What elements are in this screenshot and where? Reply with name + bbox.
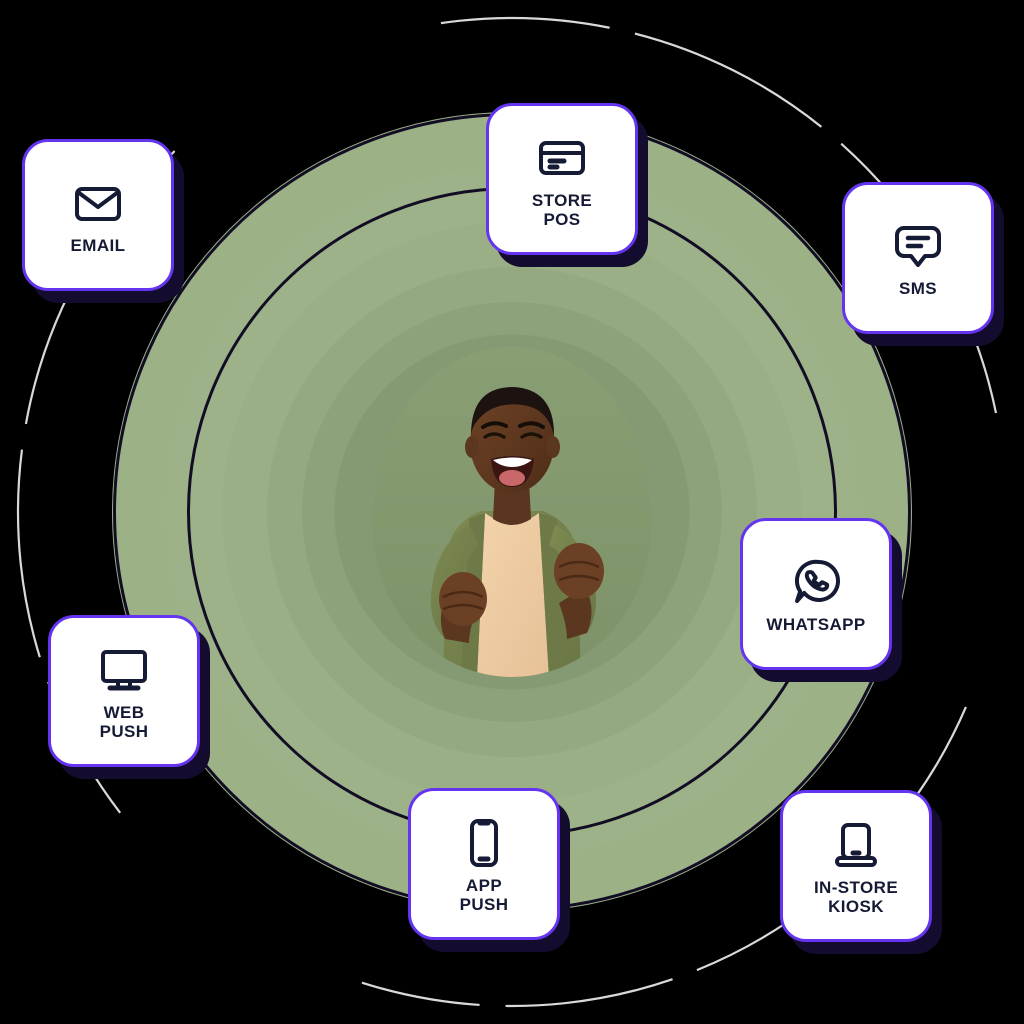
center-photo [373,347,651,677]
channel-label: APP PUSH [459,875,509,914]
channel-card-store-pos[interactable]: STORE POS [486,103,638,255]
chat-bubble-icon [889,217,947,275]
channel-label: WEB PUSH [99,702,149,741]
smartphone-icon [455,814,513,872]
credit-card-icon [533,129,591,187]
channel-label: WHATSAPP [766,615,866,635]
desktop-monitor-icon [95,641,153,699]
kiosk-icon [827,816,885,874]
channel-card-sms[interactable]: SMS [842,182,994,334]
channel-card-in-store-kiosk[interactable]: IN-STORE KIOSK [780,790,932,942]
channel-card-email[interactable]: EMAIL [22,139,174,291]
channel-card-app-push[interactable]: APP PUSH [408,788,560,940]
channel-card-web-push[interactable]: WEB PUSH [48,615,200,767]
channel-label: STORE POS [531,190,593,229]
whatsapp-icon [787,553,845,611]
channel-card-whatsapp[interactable]: WHATSAPP [740,518,892,670]
channel-label: IN-STORE KIOSK [813,877,899,916]
envelope-icon [69,174,127,232]
channel-label: SMS [898,279,938,299]
channel-label: EMAIL [70,236,126,256]
